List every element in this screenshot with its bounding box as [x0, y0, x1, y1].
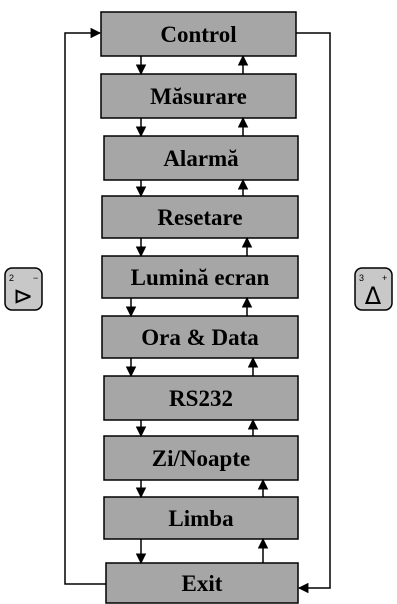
menu-item-label: Zi/Noapte [152, 446, 250, 471]
menu-item-background [103, 496, 299, 540]
menu-item-box[interactable]: RS232 [103, 375, 299, 421]
menu-item-background [100, 73, 297, 119]
menu-item-label: Limba [168, 506, 234, 531]
menu-item-label: Lumină ecran [131, 265, 270, 290]
previous-key-number: 3 [359, 273, 364, 283]
menu-item-box[interactable]: Exit [105, 562, 299, 604]
menu-item-label: Resetare [157, 205, 242, 230]
menu-item-label: Alarmă [163, 146, 239, 171]
menu-item-background [103, 375, 299, 421]
previous-key-sign: + [382, 273, 387, 283]
menu-item-box[interactable]: Alarmă [103, 135, 299, 181]
previous-key[interactable]: 3 + Δ [354, 267, 393, 311]
menu-item-box[interactable]: Măsurare [100, 73, 297, 119]
menu-item-background [100, 11, 297, 57]
menu-item-label: Ora & Data [141, 325, 259, 350]
menu-item-background [103, 435, 299, 481]
menu-item-box[interactable]: Zi/Noapte [103, 435, 299, 481]
triangle-up-icon: Δ [365, 282, 382, 310]
loop-control-to-exit-arrow [296, 32, 331, 594]
menu-item-box[interactable]: Lumină ecran [101, 255, 299, 299]
menu-item-background [101, 255, 299, 299]
menu-item-background [101, 195, 299, 239]
menu-item-background [101, 315, 299, 359]
next-key-number: 2 [9, 273, 14, 283]
menu-item-label: Exit [182, 571, 223, 596]
loop-exit-to-control-arrow [64, 27, 106, 585]
menu-item-label: RS232 [169, 386, 233, 411]
menu-item-box[interactable]: Limba [103, 496, 299, 540]
menu-item-label: Măsurare [150, 84, 247, 109]
menu-item-background [105, 562, 299, 604]
menu-item-label: Control [160, 22, 236, 47]
menu-item-box[interactable]: Control [100, 11, 297, 57]
next-key-sign: − [33, 273, 38, 283]
menu-item-box[interactable]: Ora & Data [101, 315, 299, 359]
next-key[interactable]: 2 − ⊳ [4, 267, 43, 311]
menu-item-background [103, 135, 299, 181]
menu-item-box[interactable]: Resetare [101, 195, 299, 239]
triangle-right-icon: ⊳ [13, 282, 33, 310]
